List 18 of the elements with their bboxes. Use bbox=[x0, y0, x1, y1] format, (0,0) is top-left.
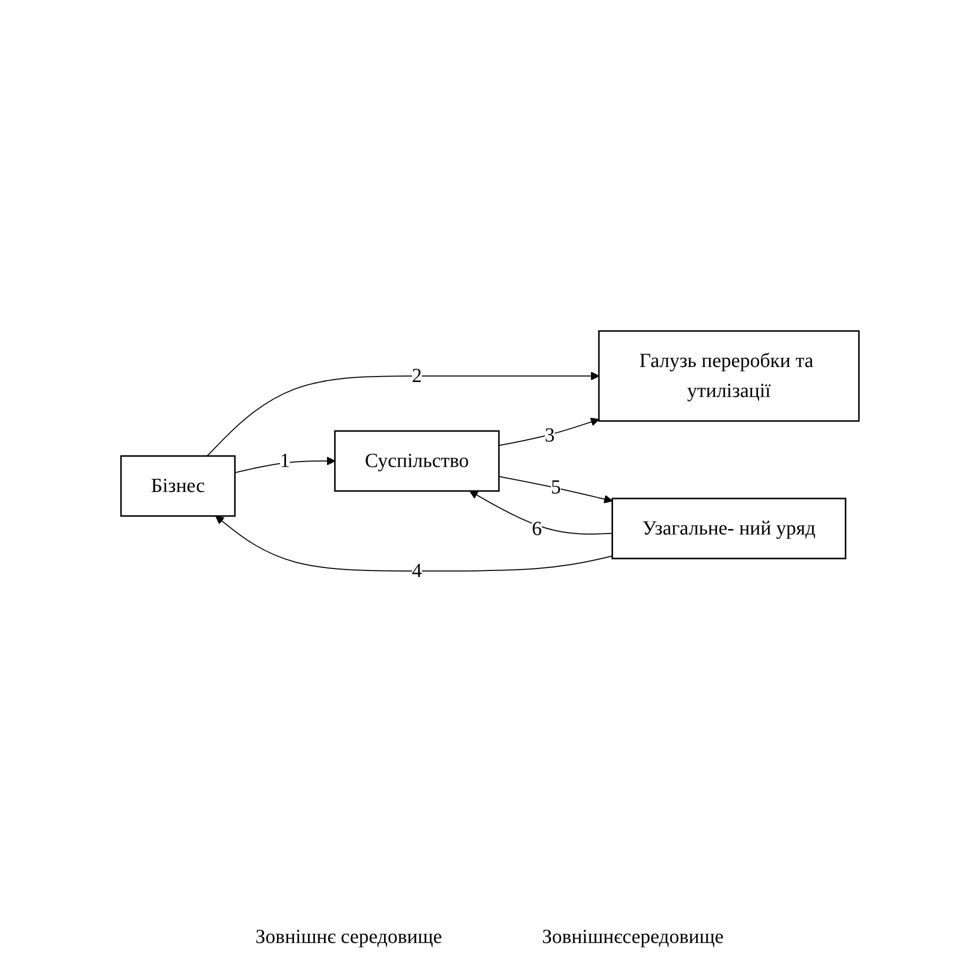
arrow bbox=[234, 456, 335, 473]
arrow bbox=[498, 417, 599, 446]
edge-label: 5 bbox=[550, 476, 560, 498]
node-box: Галузь переробки та утилізації bbox=[598, 330, 860, 422]
note-text: Зовнішнєсередовище bbox=[542, 926, 724, 949]
edge-label: 3 bbox=[544, 424, 554, 446]
edge-label: 4 bbox=[411, 560, 422, 582]
arrow bbox=[206, 371, 599, 456]
edge-label: 2 bbox=[411, 364, 422, 386]
edge-label: 1 bbox=[279, 450, 290, 472]
edge-label: 6 bbox=[531, 518, 542, 540]
arrow bbox=[468, 490, 612, 534]
arrow bbox=[498, 476, 612, 503]
node-box: Суспільство bbox=[334, 430, 500, 492]
node-box: Бізнес bbox=[120, 454, 236, 516]
arrow bbox=[214, 515, 612, 571]
node-box: Узагальне- ний уряд bbox=[611, 497, 846, 559]
note-text: Зовнішнє середовище bbox=[255, 926, 442, 949]
